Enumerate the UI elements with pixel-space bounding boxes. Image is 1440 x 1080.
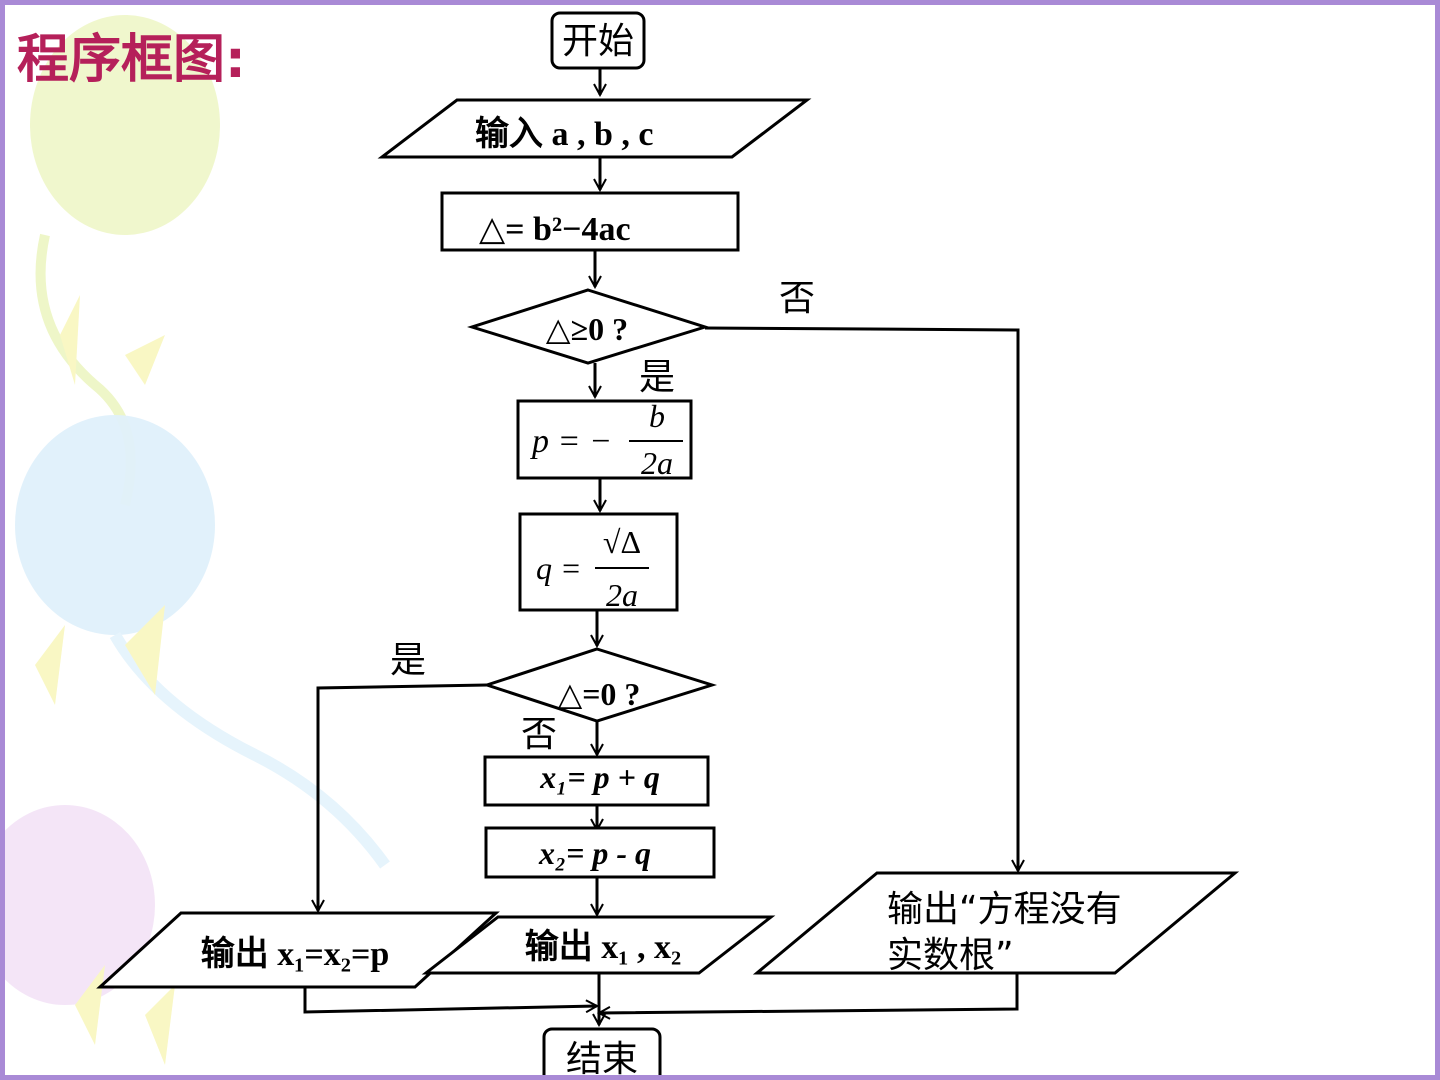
q-numerator: √Δ	[603, 524, 641, 560]
cond1-yes-label: 是	[639, 357, 675, 398]
q-node	[518, 512, 679, 612]
out-none-line2: 实数根”	[887, 935, 1014, 976]
out-equal-label: 输出 x₁=x₂=p	[201, 935, 390, 973]
output-two-node	[421, 915, 776, 975]
condition-delta-ge-zero	[467, 288, 711, 365]
start-label: 开始	[562, 21, 634, 62]
cond2-label: △=0 ?	[558, 676, 641, 712]
out-two-label: 输出 x₁ , x₂	[525, 928, 681, 966]
end-node	[542, 1027, 662, 1075]
slide-title: 程序框图:	[17, 30, 246, 90]
x2-node	[484, 826, 716, 879]
start-node	[550, 11, 646, 70]
out-none-line1: 输出“方程没有	[887, 889, 1122, 930]
arrow-cond1-no	[704, 326, 1018, 871]
output-none-node	[752, 871, 1240, 975]
flowchart: 开始 输入 a , b , c △= b²−4ac △≥0 ? 否 是 p = …	[96, 11, 1240, 1080]
cond1-no-label: 否	[779, 278, 815, 319]
delta-label: △= b²−4ac	[479, 211, 631, 248]
delta-node	[440, 191, 740, 252]
input-node	[377, 98, 812, 159]
output-equal-node	[96, 911, 500, 989]
cond2-yes-label: 是	[390, 640, 426, 681]
p-denominator: 2a	[641, 445, 673, 481]
p-numerator: b	[649, 398, 665, 434]
arrow-cond2-yes	[318, 683, 488, 911]
balloon-decoration	[5, 15, 390, 1065]
q-lhs: q =	[536, 550, 582, 586]
x1-label: x₁= p + q	[539, 759, 660, 795]
cond1-label: △≥0 ?	[546, 311, 628, 347]
cond2-no-label: 否	[521, 714, 557, 755]
arrow-outequal-end	[303, 987, 597, 1014]
arrow-outnone-end	[599, 973, 1019, 1013]
input-label: 输入 a , b , c	[475, 115, 654, 153]
condition-delta-eq-zero	[482, 647, 718, 723]
end-label: 结束	[566, 1039, 638, 1080]
x2-label: x₂= p - q	[538, 835, 651, 871]
x1-node	[483, 755, 710, 807]
p-lhs: p = −	[530, 423, 612, 460]
q-denominator: 2a	[606, 577, 638, 613]
p-node	[516, 399, 693, 480]
